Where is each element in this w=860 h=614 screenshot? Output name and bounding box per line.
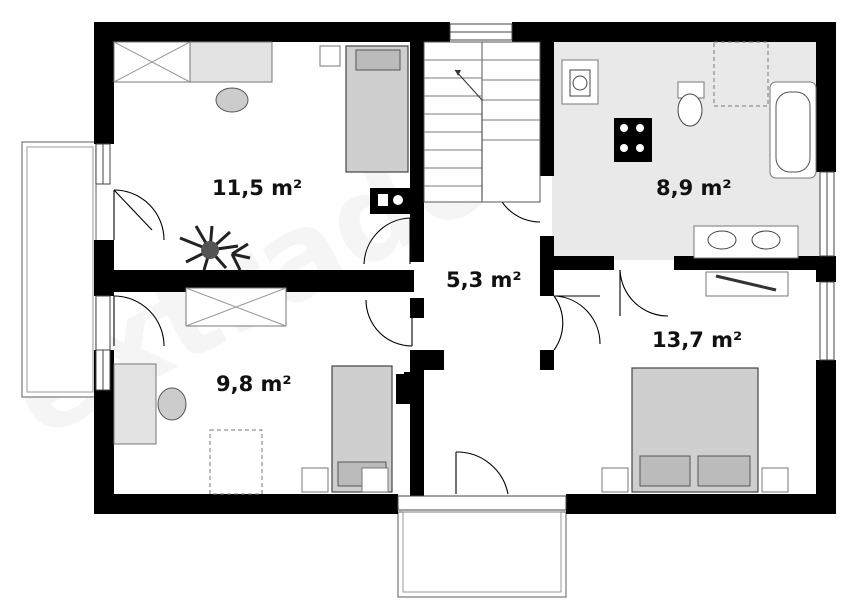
room-area-label: 8,9 m² [656,176,732,200]
room-area-label: 5,3 m² [446,268,522,292]
plant [179,225,251,271]
furniture-bedroom-nw [113,41,410,214]
room-area-label: 9,8 m² [216,372,292,396]
room-area-label: 13,7 m² [652,328,743,352]
furniture-bedroom-sw [113,287,412,495]
balcony-west [21,141,97,398]
balcony-south [397,511,567,598]
doors [113,175,669,495]
furniture-bedroom-se [601,271,789,493]
fixtures-bathroom [561,41,817,259]
staircase [423,41,541,203]
windows [95,23,835,511]
room-area-label: 11,5 m² [212,176,303,200]
